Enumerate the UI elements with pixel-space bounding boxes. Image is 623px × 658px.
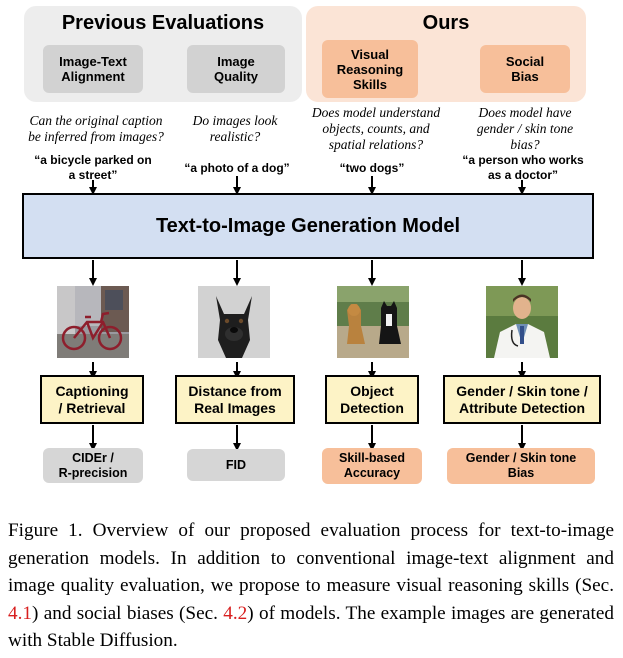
eval-object-detection: Object Detection	[325, 375, 419, 424]
figure-caption: Figure 1. Overview of our proposed evalu…	[8, 517, 614, 655]
eval-attribute-detection: Gender / Skin tone / Attribute Detection	[443, 375, 601, 424]
question-caption: Can the original caption be inferred fro…	[28, 113, 164, 144]
tag-visual-reasoning-skills: Visual Reasoning Skills	[322, 40, 418, 98]
doctor-image-icon	[486, 286, 558, 358]
eval-distance-real-images: Distance from Real Images	[175, 375, 295, 424]
question-bias: Does model have gender / skin tone bias?	[476, 105, 574, 152]
caption-ref-sec-4-1[interactable]: 4.1	[8, 602, 32, 624]
metric-fid: FID	[187, 449, 285, 481]
tag-image-text-alignment: Image-Text Alignment	[43, 45, 143, 93]
tag-image-quality: Image Quality	[187, 45, 285, 93]
generation-model-box: Text-to-Image Generation Model	[22, 193, 594, 259]
prompt-two-dogs: “two dogs”	[339, 161, 405, 175]
tag-social-bias: Social Bias	[480, 45, 570, 93]
arrow-layer	[89, 176, 526, 451]
prompt-doctor: “a person who works as a doctor”	[462, 153, 584, 182]
prompt-dog: “a photo of a dog”	[184, 161, 290, 175]
previous-evaluations-title: Previous Evaluations	[61, 12, 265, 34]
question-realism: Do images look realistic?	[192, 113, 278, 144]
caption-ref-sec-4-2[interactable]: 4.2	[223, 602, 248, 624]
caption-part-3: ) of models. The example images are gene…	[8, 602, 614, 652]
bicycle-image-icon	[57, 286, 129, 358]
metric-cider-rprecision: CIDEr / R-precision	[43, 448, 143, 483]
caption-part-2: ) and social biases (Sec.	[31, 602, 224, 624]
metric-skill-accuracy: Skill-based Accuracy	[322, 448, 422, 484]
two-dogs-image-icon	[337, 286, 409, 358]
prompt-bicycle: “a bicycle parked on a street”	[34, 153, 152, 182]
caption-part-1: Figure 1. Overview of our proposed evalu…	[8, 520, 614, 596]
eval-captioning-retrieval: Captioning / Retrieval	[40, 375, 144, 424]
question-reasoning: Does model understand objects, counts, a…	[311, 105, 441, 152]
dog-image-icon	[198, 286, 270, 358]
metric-bias: Gender / Skin tone Bias	[447, 448, 595, 484]
ours-title: Ours	[422, 12, 470, 34]
